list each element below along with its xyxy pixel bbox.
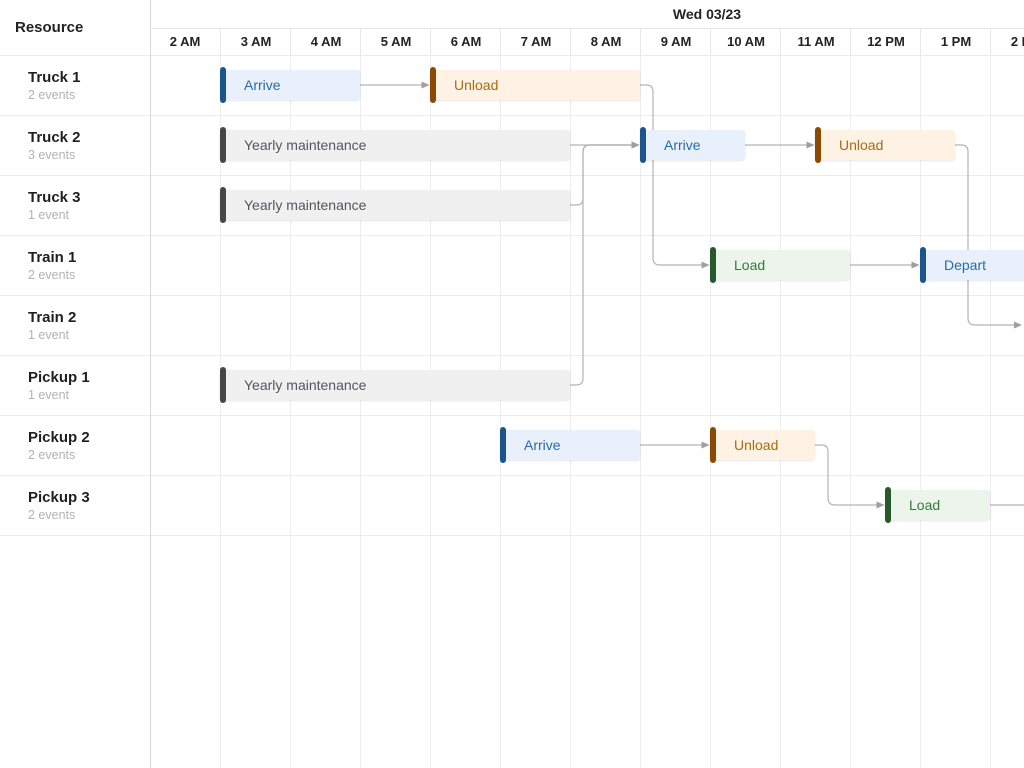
time-header-cell: 12 PM bbox=[850, 28, 921, 55]
event-bar-unload[interactable]: Unload bbox=[815, 130, 955, 160]
event-label: Unload bbox=[815, 130, 955, 160]
resource-row-truck-1[interactable]: Truck 1 2 events bbox=[0, 55, 150, 115]
resource-name: Train 1 bbox=[28, 249, 150, 266]
resource-event-count: 2 events bbox=[28, 88, 150, 102]
time-header-cell: 6 AM bbox=[430, 28, 501, 55]
event-bar-arrive[interactable]: Arrive bbox=[220, 70, 360, 100]
resource-name: Truck 3 bbox=[28, 189, 150, 206]
resource-event-count: 1 event bbox=[28, 388, 150, 402]
resource-name: Truck 2 bbox=[28, 129, 150, 146]
resource-event-count: 2 events bbox=[28, 508, 150, 522]
time-header-cell: 1 PM bbox=[920, 28, 991, 55]
time-header-label: 10 AM bbox=[727, 34, 765, 49]
event-color-strip bbox=[220, 67, 226, 103]
event-label: Arrive bbox=[220, 70, 360, 100]
time-header-label: 6 AM bbox=[451, 34, 482, 49]
time-header-label: 7 AM bbox=[521, 34, 552, 49]
time-header-label: 11 AM bbox=[797, 34, 834, 49]
event-color-strip bbox=[220, 127, 226, 163]
resource-name: Truck 1 bbox=[28, 69, 150, 86]
event-label: Load bbox=[885, 490, 990, 520]
time-header-cell: 10 AM bbox=[710, 28, 781, 55]
resource-event-count: 2 events bbox=[28, 268, 150, 282]
event-label: Arrive bbox=[500, 430, 640, 460]
event-color-strip bbox=[815, 127, 821, 163]
time-header-cell: 4 AM bbox=[290, 28, 361, 55]
resource-event-count: 3 events bbox=[28, 148, 150, 162]
event-label: Unload bbox=[710, 430, 815, 460]
event-label: Yearly maintenance bbox=[220, 370, 570, 400]
resource-row-pickup-2[interactable]: Pickup 2 2 events bbox=[0, 415, 150, 475]
event-bar-load[interactable]: Load bbox=[710, 250, 850, 280]
resource-name: Pickup 3 bbox=[28, 489, 150, 506]
resource-column-header[interactable]: Resource bbox=[0, 0, 150, 55]
resource-column-separator bbox=[150, 0, 151, 768]
resource-row-truck-3[interactable]: Truck 3 1 event bbox=[0, 175, 150, 235]
time-header-label: 1 PM bbox=[941, 34, 971, 49]
resource-event-count: 1 event bbox=[28, 208, 150, 222]
time-header-label: 9 AM bbox=[661, 34, 692, 49]
resource-name: Pickup 1 bbox=[28, 369, 150, 386]
event-label: Arrive bbox=[640, 130, 745, 160]
resource-row-train-2[interactable]: Train 2 1 event bbox=[0, 295, 150, 355]
time-header-label: 5 AM bbox=[381, 34, 412, 49]
time-header-cell: 2 AM bbox=[150, 28, 220, 55]
event-color-strip bbox=[710, 427, 716, 463]
resource-column-label: Resource bbox=[0, 19, 83, 36]
event-color-strip bbox=[885, 487, 891, 523]
time-header-label: 8 AM bbox=[591, 34, 622, 49]
event-bar-load[interactable]: Load bbox=[885, 490, 990, 520]
resource-row-pickup-1[interactable]: Pickup 1 1 event bbox=[0, 355, 150, 415]
resource-row-train-1[interactable]: Train 1 2 events bbox=[0, 235, 150, 295]
event-bar-arrive[interactable]: Arrive bbox=[500, 430, 640, 460]
event-label: Depart bbox=[920, 250, 1024, 280]
event-color-strip bbox=[920, 247, 926, 283]
time-header-cell: 3 AM bbox=[220, 28, 291, 55]
event-bar-yearly-maintenance[interactable]: Yearly maintenance bbox=[220, 130, 570, 160]
time-header-label: 2 PM bbox=[1011, 34, 1024, 49]
event-label: Unload bbox=[430, 70, 640, 100]
time-header-cell: 5 AM bbox=[360, 28, 431, 55]
time-header-label: 2 AM bbox=[170, 34, 201, 49]
event-color-strip bbox=[220, 367, 226, 403]
resource-row-pickup-3[interactable]: Pickup 3 2 events bbox=[0, 475, 150, 535]
resource-event-count: 1 event bbox=[28, 328, 150, 342]
time-header-label: 3 AM bbox=[241, 34, 272, 49]
time-header-label: 12 PM bbox=[867, 34, 905, 49]
resource-name: Pickup 2 bbox=[28, 429, 150, 446]
date-header: Wed 03/23 bbox=[150, 0, 1024, 28]
event-bar-unload[interactable]: Unload bbox=[710, 430, 815, 460]
event-color-strip bbox=[640, 127, 646, 163]
time-header-cell: 9 AM bbox=[640, 28, 711, 55]
time-header-cell: 8 AM bbox=[570, 28, 641, 55]
time-header-row: 2 AM 3 AM 4 AM 5 AM 6 AM 7 AM 8 AM 9 AM 10 AM 11 … bbox=[0, 28, 1024, 55]
resource-name: Train 2 bbox=[28, 309, 150, 326]
event-bar-depart[interactable]: Depart bbox=[920, 250, 1024, 280]
event-bar-yearly-maintenance[interactable]: Yearly maintenance bbox=[220, 370, 570, 400]
event-label: Load bbox=[710, 250, 850, 280]
time-header-label: 4 AM bbox=[311, 34, 342, 49]
date-label: Wed 03/23 bbox=[673, 6, 741, 22]
event-bar-yearly-maintenance[interactable]: Yearly maintenance bbox=[220, 190, 570, 220]
event-color-strip bbox=[220, 187, 226, 223]
time-header-cell: 2 PM bbox=[990, 28, 1024, 55]
event-bar-unload[interactable]: Unload bbox=[430, 70, 640, 100]
event-label: Yearly maintenance bbox=[220, 130, 570, 160]
event-color-strip bbox=[710, 247, 716, 283]
event-label: Yearly maintenance bbox=[220, 190, 570, 220]
event-color-strip bbox=[500, 427, 506, 463]
time-header-cell: 11 AM bbox=[780, 28, 851, 55]
time-header-cell: 7 AM bbox=[500, 28, 571, 55]
event-color-strip bbox=[430, 67, 436, 103]
resource-row-truck-2[interactable]: Truck 2 3 events bbox=[0, 115, 150, 175]
event-bar-arrive[interactable]: Arrive bbox=[640, 130, 745, 160]
resource-event-count: 2 events bbox=[28, 448, 150, 462]
